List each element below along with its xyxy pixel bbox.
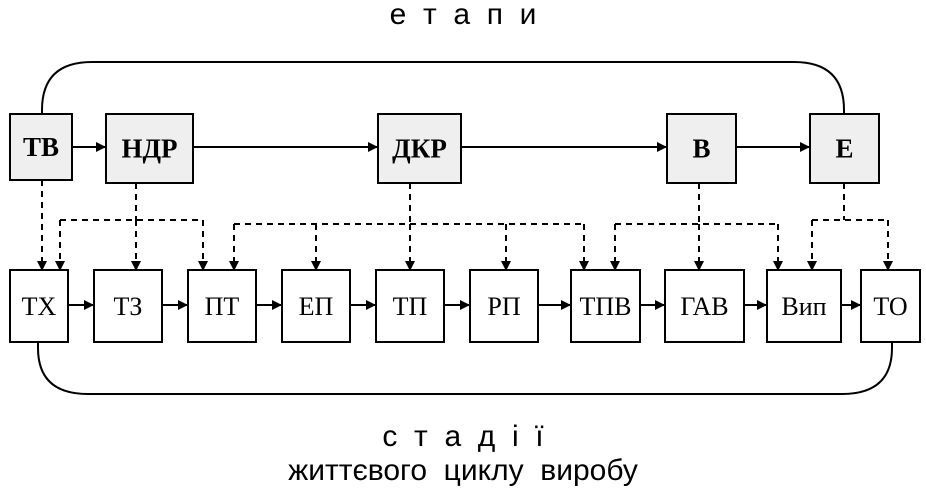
phase-box <box>281 269 351 343</box>
stage-label: ДКР <box>392 134 447 164</box>
phase-pt: ПТ <box>187 269 257 343</box>
stage-label: НДР <box>121 134 177 164</box>
dashed-ndr-bus <box>60 183 203 221</box>
stage-dkr: ДКР <box>377 113 462 184</box>
phase-label: ТХ <box>22 292 57 321</box>
phase-label: Вип <box>781 292 826 321</box>
phase-to: ТО <box>860 269 921 343</box>
phase-box <box>469 269 539 343</box>
phase-ep: ЕП <box>281 269 351 343</box>
stage-box <box>377 113 462 184</box>
phase-box <box>766 269 842 343</box>
phase-box <box>187 269 257 343</box>
phase-box <box>664 269 745 343</box>
phase-rp: РП <box>469 269 539 343</box>
stage-box <box>809 113 880 184</box>
stage-ndr: НДР <box>105 113 194 184</box>
phase-label: ЕП <box>299 292 334 321</box>
phases-subtitle: життєвого циклу виробу <box>288 454 638 487</box>
dashed-v-bus <box>615 183 778 225</box>
top-loop-curve <box>41 61 845 114</box>
phase-tp: ТП <box>375 269 445 343</box>
phase-gav: ГАВ <box>664 269 745 343</box>
stage-label: ТВ <box>23 132 59 162</box>
phase-tpv: ТПВ <box>570 269 641 343</box>
phase-label: ТП <box>393 292 428 321</box>
stage-box <box>9 113 73 181</box>
phase-box <box>570 269 641 343</box>
stage-box <box>105 113 194 184</box>
phase-label: ТО <box>873 292 907 321</box>
dashed-dkr-bus <box>234 183 584 225</box>
phase-label: ТЗ <box>114 292 143 321</box>
phase-tx: ТХ <box>9 269 69 343</box>
phase-box <box>93 269 163 343</box>
stage-e: Е <box>809 113 880 184</box>
dashed-e-bus <box>812 183 888 221</box>
stage-v: В <box>666 113 737 184</box>
stage-label: В <box>692 134 710 164</box>
phase-box <box>9 269 69 343</box>
phase-box <box>860 269 921 343</box>
stage-tv: ТВ <box>9 113 73 181</box>
phase-tz: ТЗ <box>93 269 163 343</box>
phases-title: с т а д і ї <box>382 420 544 453</box>
stage-label: Е <box>835 134 853 164</box>
stages-title: е т а п и <box>389 0 537 31</box>
phase-label: РП <box>487 292 520 321</box>
phase-label: ГАВ <box>680 292 728 321</box>
phase-box <box>375 269 445 343</box>
phase-label: ТПВ <box>580 292 632 321</box>
stage-box <box>666 113 737 184</box>
phase-label: ПТ <box>205 292 240 321</box>
bottom-loop-curve <box>37 342 893 395</box>
phase-vyp: Вип <box>766 269 842 343</box>
